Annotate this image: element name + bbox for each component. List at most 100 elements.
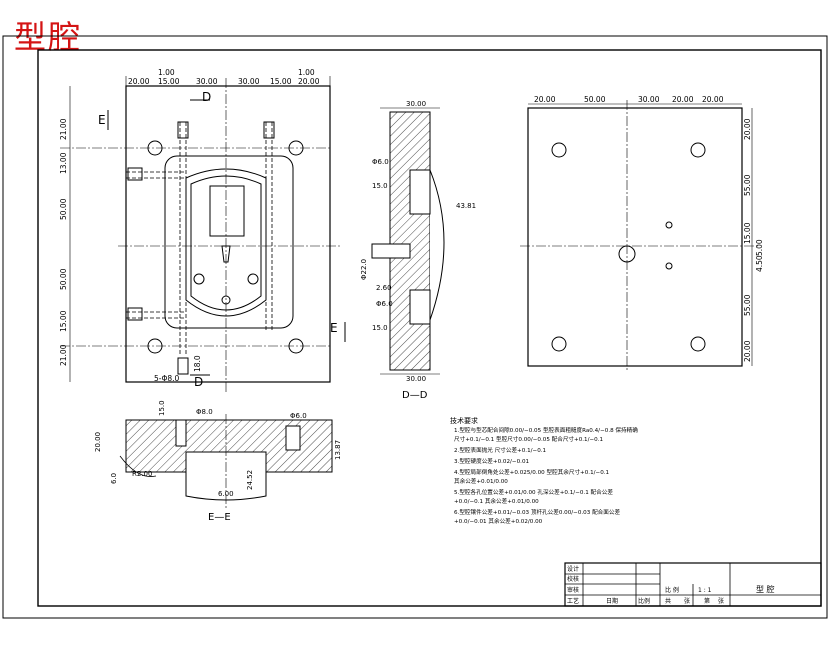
front-plate-outline bbox=[125, 85, 331, 383]
tb-left-sub-1: 日期 bbox=[606, 597, 618, 605]
dd-label-6: Φ6.0 bbox=[376, 300, 393, 308]
cavity-hole-right bbox=[247, 273, 259, 285]
section-dd-profile bbox=[429, 169, 445, 321]
right-dim-right-2: 55.00 bbox=[743, 174, 752, 196]
right-dim-top-1: 20.00 bbox=[534, 95, 556, 104]
ee-label-6: 6.0 bbox=[110, 473, 118, 484]
cavity-hole-left bbox=[193, 273, 205, 285]
right-small-hole-2 bbox=[665, 262, 673, 270]
front-dim-left-6: 21.00 bbox=[59, 344, 68, 366]
tb-bottom-3: 第 bbox=[704, 597, 710, 605]
right-dim-right-4: 5.00 bbox=[755, 239, 764, 256]
dd-width-bottom: 30.00 bbox=[406, 375, 426, 383]
tb-left-4: 工艺 bbox=[567, 597, 579, 605]
front-dim-top-4: 30.00 bbox=[196, 77, 218, 86]
front-dim-top-1: 20.00 bbox=[128, 77, 150, 86]
front-dim-top-5: 30.00 bbox=[238, 77, 260, 86]
right-hole-bl bbox=[551, 336, 567, 352]
notes-line-1: 1.型腔与型芯配合间隙0.00/−0.05 型腔表面粗糙度Ra0.4/−0.8 … bbox=[454, 426, 638, 434]
front-small-dim: 18.0 bbox=[193, 355, 202, 372]
front-dim-top-7: 1.00 bbox=[298, 68, 315, 77]
dd-label-7: 15.0 bbox=[372, 324, 388, 332]
right-dim-right-7: 20.00 bbox=[743, 340, 752, 362]
cavity-inner-outline bbox=[190, 175, 262, 311]
right-dim-right-1: 20.00 bbox=[743, 118, 752, 140]
section-mark-d-top: D bbox=[202, 90, 211, 104]
cavity-pocket bbox=[164, 155, 294, 329]
ee-label-3: Φ6.0 bbox=[290, 412, 307, 420]
ee-label-8: 24.52 bbox=[246, 470, 254, 490]
front-dim-top-8: 20.00 bbox=[298, 77, 320, 86]
notes-line-4: 3.型腔硬度公差+0.02/−0.01 bbox=[454, 457, 530, 465]
tb-left-3: 审核 bbox=[567, 586, 579, 594]
ee-label-2: Φ8.0 bbox=[196, 408, 213, 416]
ee-label-5: R2.00 bbox=[132, 470, 152, 478]
front-dim-top-3: 15.00 bbox=[158, 77, 180, 86]
inner-frame bbox=[37, 49, 822, 607]
tb-bottom-4: 张 bbox=[718, 597, 724, 605]
cavity-window bbox=[209, 185, 245, 237]
right-plate-outline bbox=[527, 107, 743, 367]
right-hole-tl bbox=[551, 142, 567, 158]
ee-label-9: 13.87 bbox=[334, 440, 342, 460]
right-dim-top-4: 20.00 bbox=[672, 95, 694, 104]
right-dim-right-5: 4.50 bbox=[755, 255, 764, 272]
ee-label-7: 6.00 bbox=[218, 490, 234, 498]
notes-line-6: 其余公差+0.01/0.00 bbox=[454, 477, 508, 485]
notes-line-2: 尺寸+0.1/−0.1 型腔尺寸0.00/−0.05 配合尺寸+0.1/−0.1 bbox=[454, 435, 604, 443]
tb-part-name: 型 腔 bbox=[756, 584, 775, 594]
right-view-labels: 20.00 50.00 30.00 20.00 20.00 20.00 55.0… bbox=[534, 95, 764, 362]
tb-left-1: 设计 bbox=[567, 565, 579, 573]
front-dim-left-1: 21.00 bbox=[59, 118, 68, 140]
front-dim-left-3: 50.00 bbox=[59, 198, 68, 220]
right-small-hole-1 bbox=[665, 221, 673, 229]
front-view-labels: 20.00 1.00 15.00 30.00 30.00 15.00 1.00 … bbox=[59, 68, 320, 383]
dd-label-2: 15.0 bbox=[372, 182, 388, 190]
right-hole-tr bbox=[690, 142, 706, 158]
ee-caption: E—E bbox=[208, 512, 231, 523]
right-hole-br bbox=[690, 336, 706, 352]
section-mark-d-bottom: D bbox=[194, 375, 203, 389]
title-block-labels: 设计 校核 审核 工艺 日期 比例 比 例 1 : 1 共 张 第 张 型 腔 bbox=[567, 565, 775, 605]
section-ee-labels: 15.0 Φ8.0 Φ6.0 20.00 R2.00 6.0 6.00 24.5… bbox=[94, 400, 342, 498]
section-dd-labels: 30.00 30.00 Φ6.0 15.0 43.81 Φ22.0 2.60 Φ… bbox=[360, 100, 476, 383]
notes-line-9: 6.型腔镶件公差+0.01/−0.03 顶杆孔公差0.00/−0.03 配合面公… bbox=[454, 508, 620, 516]
right-dim-top-3: 30.00 bbox=[638, 95, 660, 104]
tb-bottom-2: 张 bbox=[684, 597, 690, 605]
tb-left-sub-2: 比例 bbox=[638, 597, 650, 605]
dd-width-top: 30.00 bbox=[406, 100, 426, 108]
notes-line-7: 5.型腔各孔位置公差+0.01/0.00 孔深公差+0.1/−0.1 配合公差 bbox=[454, 488, 613, 496]
front-dim-left-5: 15.00 bbox=[59, 310, 68, 332]
front-hole-note: 5-Φ8.0 bbox=[154, 374, 180, 383]
front-dim-top-2: 1.00 bbox=[158, 68, 175, 77]
right-dim-right-3: 15.00 bbox=[743, 222, 752, 244]
notes-line-10: +0.0/−0.01 其余公差+0.02/0.00 bbox=[454, 517, 543, 525]
tb-scale-label: 比 例 bbox=[665, 586, 679, 594]
dd-label-5: 2.60 bbox=[376, 284, 392, 292]
tb-left-2: 校核 bbox=[567, 575, 579, 583]
front-dim-top-6: 15.00 bbox=[270, 77, 292, 86]
section-mark-e-left: E bbox=[98, 113, 106, 127]
notes-line-3: 2.型腔表面抛光 尺寸公差+0.1/−0.1 bbox=[454, 446, 547, 454]
title-block bbox=[564, 562, 822, 607]
ee-label-1: 15.0 bbox=[158, 400, 166, 416]
ee-label-4: 20.00 bbox=[94, 432, 102, 452]
dd-label-4: Φ22.0 bbox=[360, 259, 368, 280]
front-view bbox=[60, 76, 346, 392]
section-ee bbox=[119, 414, 333, 510]
section-dd-body bbox=[389, 111, 431, 371]
front-dim-left-4: 50.00 bbox=[59, 268, 68, 290]
tb-scale-value: 1 : 1 bbox=[698, 587, 712, 594]
right-dim-top-5: 20.00 bbox=[702, 95, 724, 104]
front-dim-left-2: 13.00 bbox=[59, 152, 68, 174]
notes-line-8: +0.0/−0.1 其余公差+0.01/0.00 bbox=[454, 497, 539, 505]
dd-label-1: Φ6.0 bbox=[372, 158, 389, 166]
section-mark-e-right: E bbox=[330, 321, 338, 335]
notes-heading: 技术要求 bbox=[450, 416, 478, 425]
right-dim-right-6: 55.00 bbox=[743, 294, 752, 316]
dd-label-3: 43.81 bbox=[456, 202, 476, 210]
tb-bottom-1: 共 bbox=[665, 597, 671, 605]
outer-frame bbox=[2, 35, 828, 619]
right-view bbox=[520, 100, 760, 372]
